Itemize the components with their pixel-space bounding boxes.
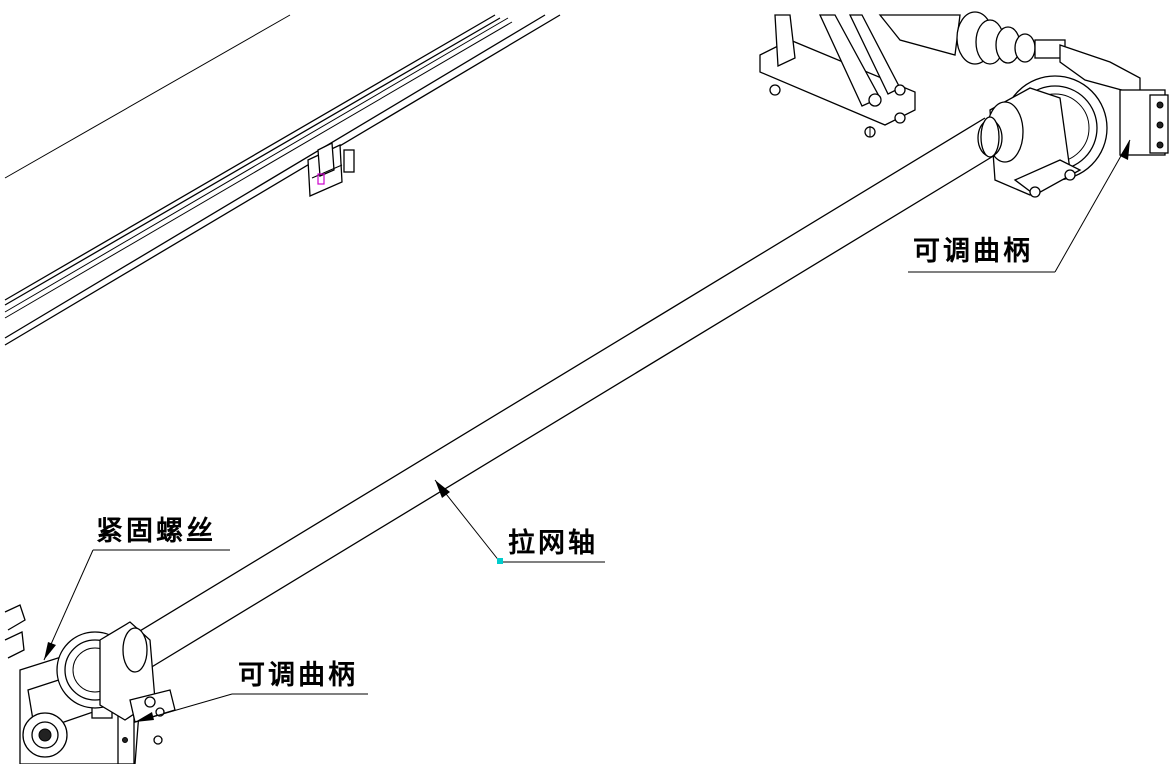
lower-bearing-housing: [99, 621, 176, 745]
label-crank-top: 可调曲柄: [913, 236, 1033, 267]
leader-screw: [43, 549, 230, 661]
label-crank-bottom: 可调曲柄: [238, 660, 358, 691]
magenta-marker: [317, 173, 325, 185]
rail-bracket: [307, 141, 355, 197]
motor-assembly: [878, 11, 1169, 156]
leader-crank-bottom: [134, 693, 368, 723]
label-shaft: 拉网轴: [508, 527, 598, 559]
label-screw: 紧固螺丝: [96, 516, 216, 547]
cyan-marker: [497, 558, 503, 564]
main-shaft: [124, 116, 1000, 669]
upper-stand: [759, 14, 916, 138]
leader-shaft: [434, 479, 605, 564]
leader-crank-top: [908, 139, 1131, 273]
frame-rail: [4, 14, 561, 346]
